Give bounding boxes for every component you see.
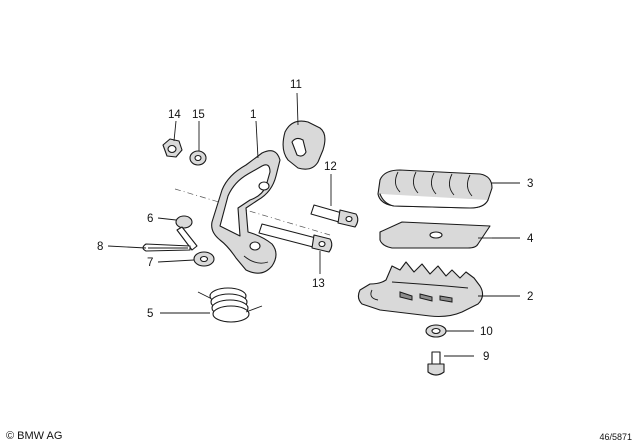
callout-8: 8 [97,241,103,253]
callout-10: 10 [480,326,493,338]
callout-6: 6 [147,213,153,225]
washer-part-10 [425,324,447,338]
callout-14: 14 [168,109,181,121]
callout-15: 15 [192,109,205,121]
callout-5: 5 [147,308,153,320]
bolt-part-9 [427,351,445,376]
nut-part [162,138,183,158]
bolt-part-13 [258,223,333,253]
spring-part [197,287,263,323]
callout-9: 9 [483,351,489,363]
washer-part-7 [193,251,215,267]
callout-12: 12 [324,161,337,173]
reference-code: 46/5871 [599,432,632,442]
callout-7: 7 [147,257,153,269]
axis-line [174,188,331,236]
bracket-part [211,150,281,274]
callout-11: 11 [290,79,302,91]
footpeg-part [357,261,484,318]
callout-3: 3 [527,178,533,190]
callout-4: 4 [527,233,534,245]
pin-part [175,215,198,251]
copyright-label: © BMW AG [6,430,63,442]
cotter-pin-part [142,243,191,252]
bolt-part-12 [310,204,359,228]
leader-lines [107,92,520,357]
callout-2: 2 [527,291,533,303]
plate-part [379,221,492,249]
callout-13: 13 [312,278,325,290]
footrest-rubber-part [377,169,493,209]
callout-1: 1 [250,109,256,121]
washer-part-15 [189,150,207,166]
rubber-buffer-part [282,120,326,170]
